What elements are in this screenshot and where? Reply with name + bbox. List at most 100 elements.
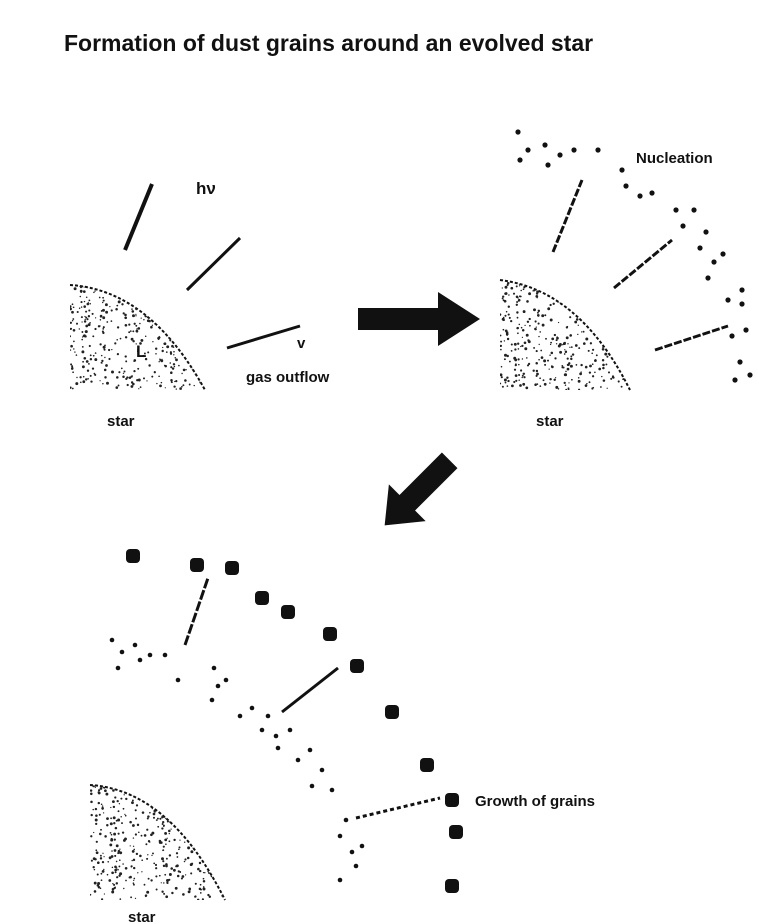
seed-dot	[110, 638, 115, 643]
stipple-dot	[538, 336, 539, 337]
stipple-dot	[591, 324, 593, 326]
stipple-dot	[625, 328, 627, 330]
stipple-dot	[205, 830, 208, 833]
stipple-dot	[173, 385, 175, 387]
stipple-dot	[152, 808, 153, 809]
stipple-dot	[131, 385, 134, 388]
stipple-dot	[156, 383, 157, 384]
stipple-dot	[509, 317, 511, 319]
stipple-dot	[80, 290, 83, 293]
dust-grain	[323, 627, 337, 641]
stipple-dot	[202, 350, 205, 353]
stipple-dot	[558, 388, 559, 389]
stipple-dot	[128, 293, 131, 296]
stipple-dot	[126, 376, 128, 378]
stipple-dot	[102, 805, 103, 806]
stipple-dot	[176, 798, 178, 800]
stipple-dot	[150, 326, 153, 329]
stipple-dot	[194, 896, 196, 898]
stipple-dot	[195, 829, 198, 832]
stipple-dot	[132, 375, 133, 376]
stipple-dot	[141, 871, 142, 872]
outflow-ray	[655, 326, 728, 350]
stipple-dot	[79, 308, 80, 309]
stipple-dot	[507, 385, 509, 387]
stipple-dot	[558, 289, 560, 291]
stipple-dot	[148, 298, 150, 300]
stipple-dot	[609, 308, 611, 310]
stipple-dot	[191, 304, 194, 307]
stipple-dot	[104, 376, 106, 378]
stipple-dot	[74, 287, 77, 290]
stipple-dot	[76, 377, 77, 378]
stipple-dot	[609, 331, 611, 333]
stipple-dot	[564, 373, 567, 376]
stipple-dot	[519, 280, 521, 282]
stipple-dot	[501, 376, 503, 378]
stipple-dot	[188, 800, 191, 803]
stipple-dot	[578, 325, 579, 326]
stipple-dot	[518, 300, 520, 302]
stipple-dot	[579, 373, 582, 376]
stipple-dot	[158, 375, 160, 377]
stipple-dot	[157, 337, 160, 340]
stipple-dot	[151, 832, 154, 835]
stipple-dot	[189, 334, 191, 336]
stipple-dot	[155, 795, 157, 797]
stipple-dot	[204, 803, 206, 805]
stipple-dot	[99, 833, 102, 836]
stipple-dot	[130, 330, 132, 332]
stipple-dot	[143, 377, 145, 379]
stipple-dot	[111, 371, 114, 374]
stipple-dot	[117, 800, 119, 802]
stipple-dot	[519, 280, 522, 283]
stipple-dot	[171, 892, 173, 894]
stipple-dot	[500, 335, 502, 337]
stipple-dot	[137, 872, 138, 873]
stipple-dot	[101, 804, 103, 806]
stipple-dot	[555, 377, 556, 378]
stipple-dot	[148, 792, 150, 794]
stipple-dot	[113, 806, 115, 808]
dust-grain	[449, 825, 463, 839]
stipple-dot	[188, 890, 191, 893]
stipple-dot	[628, 280, 630, 282]
stipple-dot	[101, 355, 102, 356]
stipple-dot	[202, 331, 204, 333]
stipple-dot	[98, 802, 100, 804]
stipple-dot	[556, 337, 559, 340]
gas-outflow-label: gas outflow	[246, 369, 330, 386]
seed-dot	[338, 834, 343, 839]
stipple-dot	[618, 294, 620, 296]
stipple-dot	[201, 820, 203, 822]
stipple-dot	[129, 376, 132, 379]
stipple-dot	[534, 383, 537, 386]
stipple-dot	[169, 339, 171, 341]
stipple-dot	[211, 875, 213, 877]
stipple-dot	[187, 307, 188, 308]
stipple-dot	[506, 331, 509, 334]
stipple-dot	[568, 382, 569, 383]
stipple-dot	[131, 308, 133, 310]
stipple-dot	[207, 846, 210, 849]
stipple-dot	[201, 792, 203, 794]
stipple-dot	[152, 325, 153, 326]
stipple-dot	[564, 349, 565, 350]
stipple-dot	[190, 872, 192, 874]
stipple-dot	[163, 865, 165, 867]
stipple-dot	[73, 329, 76, 332]
stipple-dot	[580, 284, 582, 286]
stipple-dot	[514, 369, 516, 371]
stipple-dot	[81, 339, 83, 341]
stipple-dot	[591, 352, 593, 354]
stipple-dot	[118, 833, 120, 835]
stipple-dot	[170, 867, 173, 870]
stipple-dot	[218, 880, 221, 883]
stipple-dot	[223, 826, 226, 829]
stipple-dot	[519, 324, 521, 326]
stipple-dot	[72, 303, 74, 305]
stipple-dot	[183, 369, 186, 372]
star-disk	[499, 279, 631, 391]
stipple-dot	[204, 872, 205, 873]
stipple-dot	[603, 291, 606, 294]
